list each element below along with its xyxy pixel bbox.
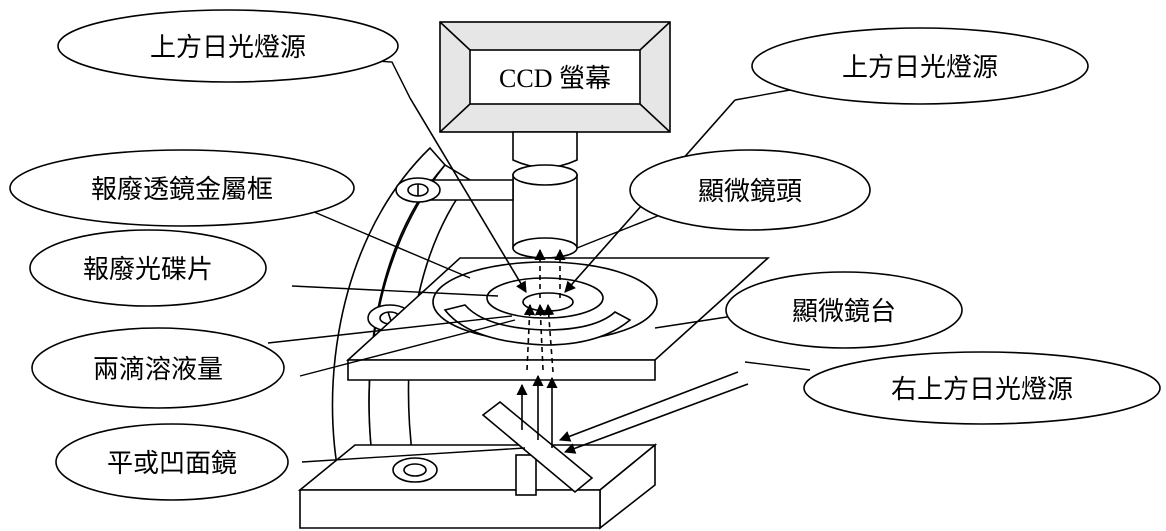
- label-right-light: 右上方日光燈源: [891, 375, 1073, 405]
- mirror: [481, 400, 594, 496]
- label-lens-frame: 報廢透鏡金屬框: [91, 175, 273, 205]
- disc-and-frame: [432, 261, 658, 346]
- callout-right-light: 右上方日光燈源: [744, 351, 1161, 425]
- label-droplets: 兩滴溶液量: [93, 355, 223, 385]
- callout-lens-frame: 報廢透鏡金屬框: [9, 149, 471, 279]
- microscope-base: [297, 443, 658, 530]
- objective-lens: [512, 237, 578, 259]
- label-mirror: 平或凹面鏡: [107, 449, 237, 479]
- ccd-screen-label: CCD 螢幕: [499, 64, 611, 93]
- label-top-light-left: 上方日光燈源: [150, 33, 306, 63]
- ccd-screen: CCD 螢幕: [439, 21, 671, 133]
- microscope-tube: [512, 131, 578, 259]
- label-stage: 顯微鏡台: [792, 297, 896, 327]
- label-top-light-right: 上方日光燈源: [842, 53, 998, 83]
- callout-mirror: 平或凹面鏡: [55, 423, 526, 501]
- label-objective: 顯微鏡頭: [698, 177, 802, 207]
- light-rays: [409, 97, 749, 454]
- callout-top-light-right: 上方日光燈源: [734, 27, 1089, 105]
- callout-stage: 顯微鏡台: [654, 271, 963, 349]
- callout-top-light-left: 上方日光燈源: [57, 9, 411, 99]
- label-disc: 報廢光碟片: [83, 255, 213, 285]
- callout-objective: 顯微鏡頭: [576, 149, 871, 249]
- callout-disc: 報廢光碟片: [29, 229, 499, 307]
- microscope-arm: [331, 146, 472, 501]
- callout-droplets: 兩滴溶液量: [31, 315, 516, 409]
